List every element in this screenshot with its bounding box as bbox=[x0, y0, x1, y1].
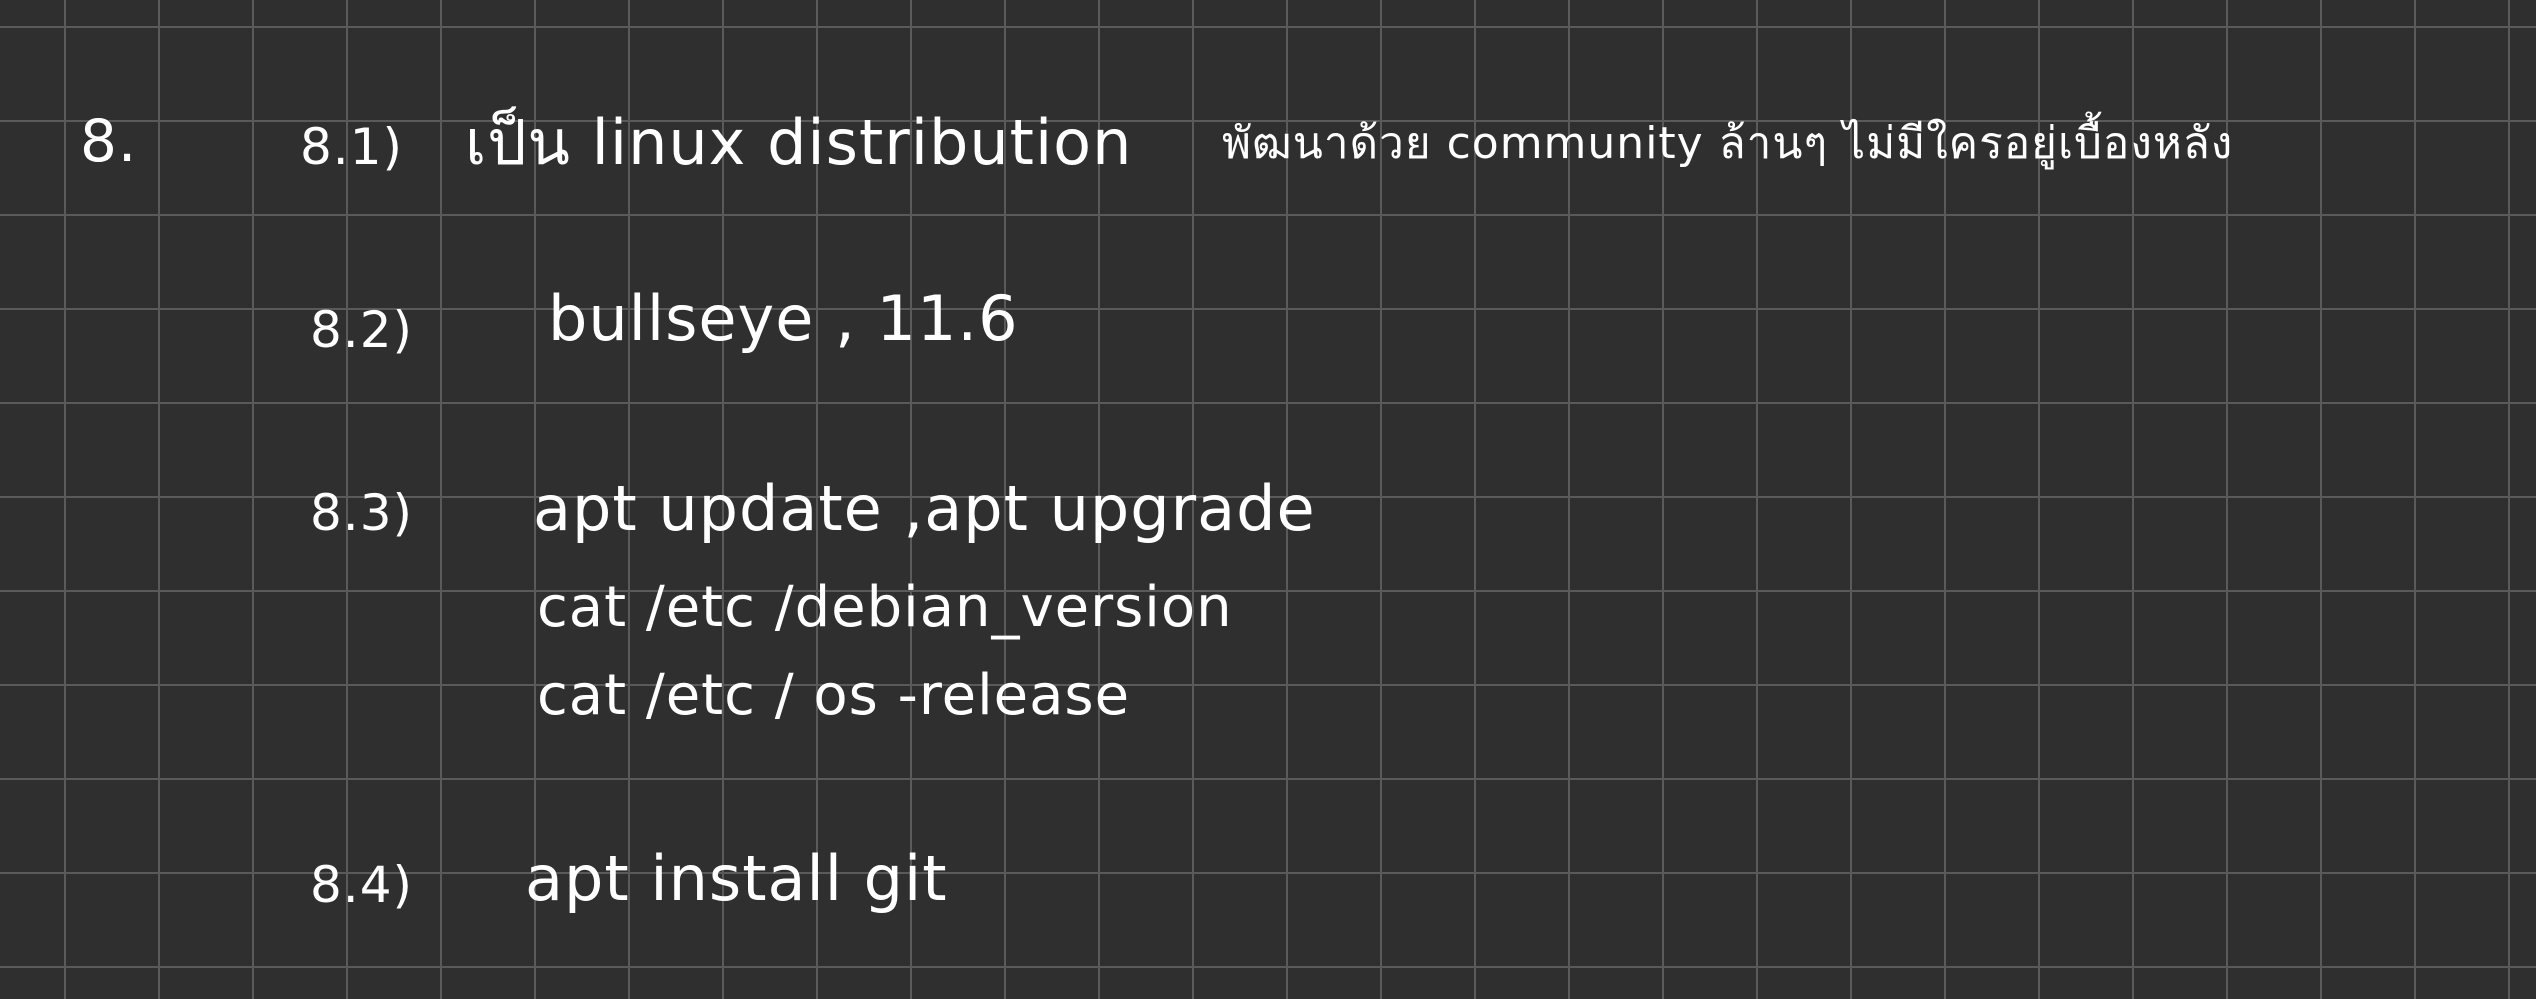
command-line-2: cat /etc /debian_version bbox=[537, 575, 1233, 640]
item-text-8-2: bullseye , 11.6 bbox=[548, 282, 1019, 355]
command-line-3: cat /etc / os -release bbox=[537, 663, 1131, 728]
item-text-8-1: เป็น linux distribution bbox=[465, 106, 1133, 179]
section-number: 8. bbox=[80, 107, 138, 175]
item-label-8-1: 8.1) bbox=[300, 118, 404, 176]
command-line-1: apt update ,apt upgrade bbox=[533, 472, 1316, 545]
item-text-8-4: apt install git bbox=[525, 842, 948, 915]
item-label-8-2: 8.2) bbox=[310, 301, 414, 359]
item-label-8-4: 8.4) bbox=[310, 856, 414, 914]
item-label-8-3: 8.3) bbox=[310, 484, 414, 542]
item-text-8-1-continued: พัฒนาด้วย community ล้านๆ ไม่มีใครอยู่เบ… bbox=[1222, 118, 2234, 169]
